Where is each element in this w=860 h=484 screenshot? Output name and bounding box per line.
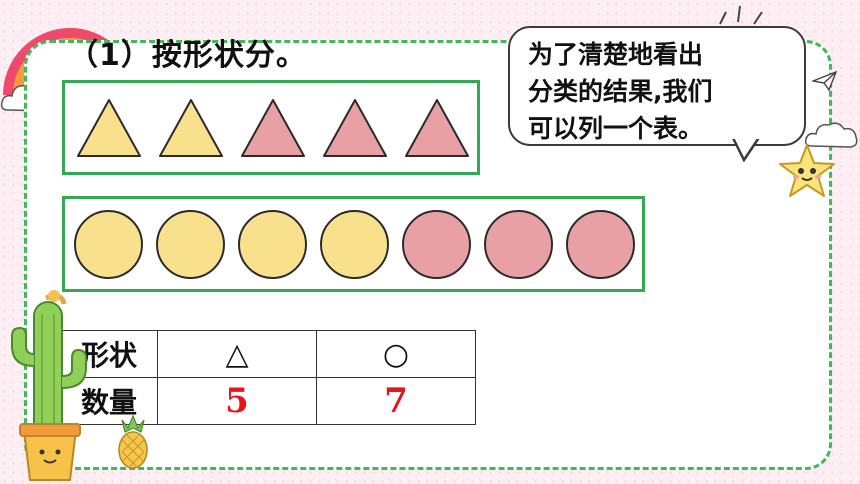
bubble-line: 为了清楚地看出 — [528, 40, 704, 69]
circle-shape — [320, 209, 389, 279]
cactus-icon — [11, 290, 87, 481]
pineapple-icon — [118, 414, 148, 469]
cloud-icon — [804, 122, 858, 148]
triangle-symbol-cell: △ — [157, 330, 317, 378]
bubble-line: 可以列一个表。 — [528, 114, 704, 143]
circle-count-cell: 7 — [316, 377, 476, 425]
triangle-shape — [159, 98, 223, 157]
paper-plane-icon — [812, 70, 838, 92]
star-mascot-icon — [779, 144, 835, 197]
triangle-shape — [405, 98, 469, 157]
header-label-cell: 形状 — [60, 330, 158, 378]
circle-shape — [238, 209, 307, 279]
page-title: （1）按形状分。 — [68, 38, 307, 73]
tally-table: 形状 △ ○ 数量 5 7 — [60, 330, 476, 425]
triangle-shape — [323, 98, 387, 157]
circle-group — [62, 196, 645, 292]
circle-symbol-cell: ○ — [316, 330, 476, 378]
triangle-shape — [77, 98, 141, 157]
circle-shape — [402, 209, 471, 279]
triangle-group — [62, 80, 480, 175]
sparkle-icon — [719, 5, 763, 25]
circle-shape — [484, 209, 553, 279]
triangle-count-cell: 5 — [157, 377, 317, 425]
bubble-line: 分类的结果,我们 — [528, 77, 713, 106]
speech-bubble: 为了清楚地看出 分类的结果,我们 可以列一个表。 — [508, 26, 806, 146]
circle-shape — [74, 209, 143, 279]
triangle-shape — [241, 98, 305, 157]
bubble-tail — [730, 136, 764, 163]
circle-shape — [566, 209, 635, 279]
circle-shape — [156, 209, 225, 279]
table-row: 形状 △ ○ — [60, 330, 476, 378]
